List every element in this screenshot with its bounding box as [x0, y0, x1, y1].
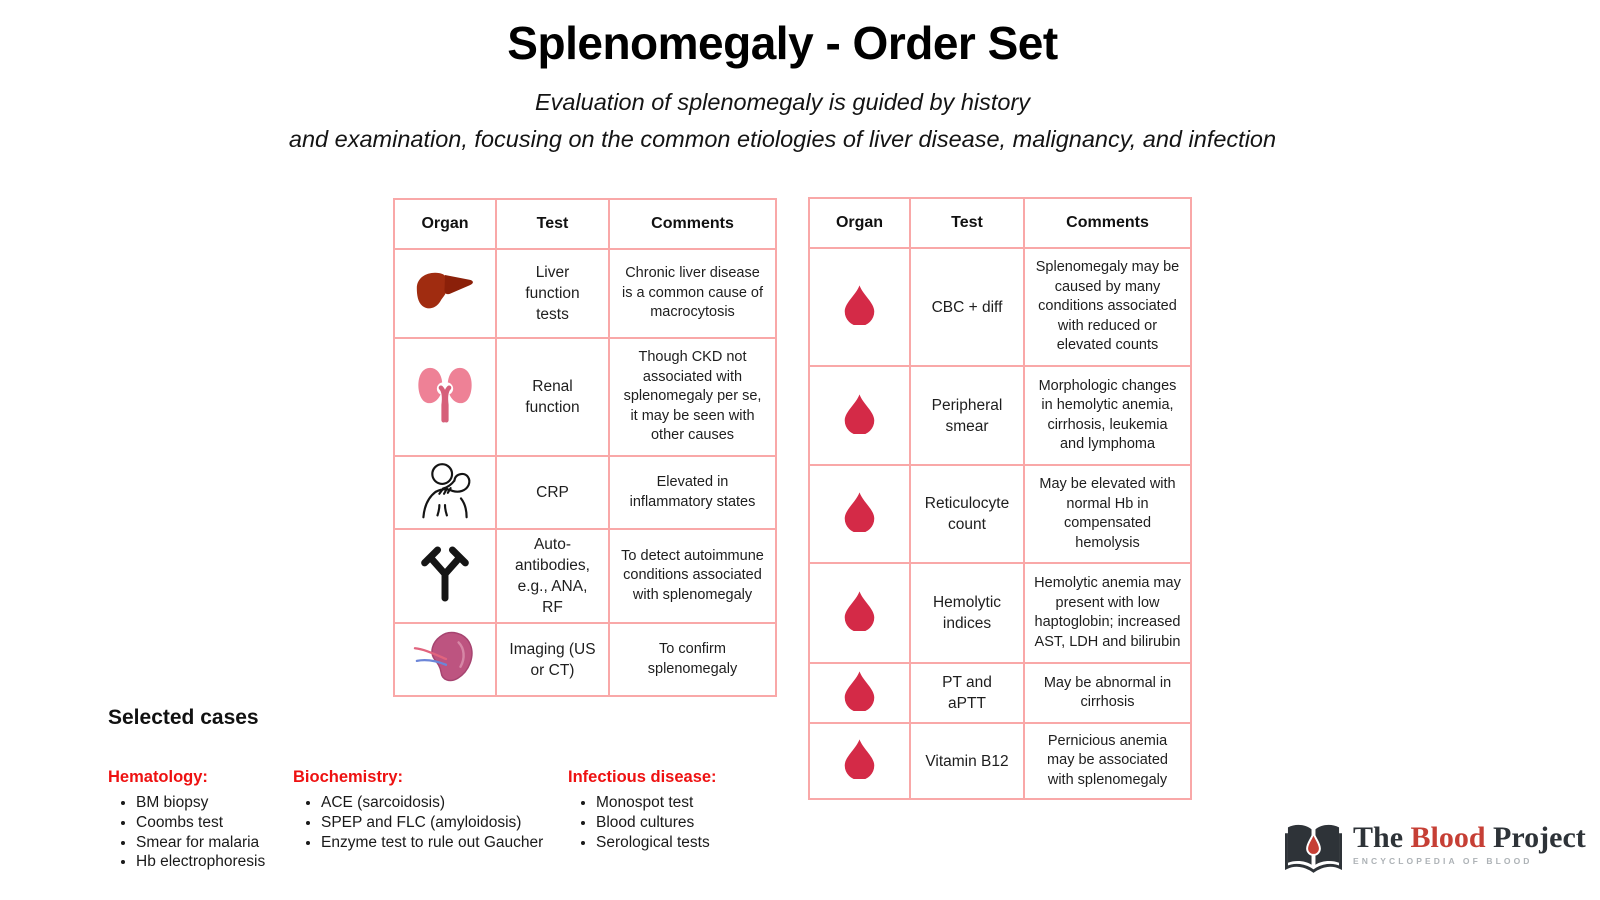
organ-cell: [393, 528, 497, 624]
comments-cell: Hemolytic anemia may present with low ha…: [1023, 562, 1192, 664]
test-cell: Imaging (US or CT): [495, 622, 610, 697]
logo-name: The Blood Project: [1353, 822, 1586, 854]
test-cell: Auto-antibodies, e.g., ANA, RF: [495, 528, 610, 624]
test-cell: Vitamin B12: [909, 722, 1025, 800]
comments-cell: Pernicious anemia may be associated with…: [1023, 722, 1192, 800]
case-group: Biochemistry: ACE (sarcoidosis)SPEP and F…: [293, 768, 543, 852]
case-item: SPEP and FLC (amyloidosis): [321, 813, 543, 833]
comments-cell: May be abnormal in cirrhosis: [1023, 662, 1192, 724]
organ-cell: [393, 248, 497, 339]
blood-drop-icon: [843, 284, 876, 325]
antibody-icon: [420, 545, 470, 603]
column-header: Organ: [808, 197, 911, 249]
test-cell: Hemolytic indices: [909, 562, 1025, 664]
comments-cell: Chronic liver disease is a common cause …: [608, 248, 777, 339]
comments-cell: Morphologic changes in hemolytic anemia,…: [1023, 365, 1192, 466]
liver-icon: [414, 268, 476, 314]
organ-cell: [393, 622, 497, 697]
logo-word-the: The: [1353, 821, 1411, 854]
comments-cell: Splenomegaly may be caused by many condi…: [1023, 247, 1192, 367]
organ-cell: [808, 365, 911, 466]
blood-drop-icon: [843, 738, 876, 779]
test-cell: PT and aPTT: [909, 662, 1025, 724]
page-title: Splenomegaly - Order Set: [507, 17, 1058, 69]
spleen-icon: [413, 628, 477, 686]
logo-tagline: ENCYCLOPEDIA OF BLOOD: [1353, 856, 1533, 866]
test-cell: CRP: [495, 455, 610, 530]
comments-cell: Though CKD not associated with splenomeg…: [608, 337, 777, 457]
column-header: Test: [495, 198, 610, 250]
case-item: Serological tests: [596, 833, 717, 853]
test-cell: Renal function: [495, 337, 610, 457]
page-subtitle: Evaluation of splenomegaly is guided by …: [0, 84, 1565, 158]
case-item-list: Monospot testBlood culturesSerological t…: [568, 793, 717, 852]
case-item: BM biopsy: [136, 793, 265, 813]
organ-cell: [808, 662, 911, 724]
column-header: Comments: [1023, 197, 1192, 249]
case-group: Hematology: BM biopsyCoombs testSmear for…: [108, 768, 265, 872]
comments-cell: Elevated in inflammatory states: [608, 455, 777, 530]
organ-cell: [808, 562, 911, 664]
case-item: Hb electrophoresis: [136, 852, 265, 872]
header: Splenomegaly - Order Set Evaluation of s…: [0, 0, 1565, 158]
case-item: Monospot test: [596, 793, 717, 813]
organ-cell: [808, 247, 911, 367]
neck-pain-icon: [414, 461, 476, 519]
test-cell: Liver function tests: [495, 248, 610, 339]
case-item-list: ACE (sarcoidosis)SPEP and FLC (amyloidos…: [293, 793, 543, 852]
blood-drop-icon: [843, 590, 876, 631]
test-cell: CBC + diff: [909, 247, 1025, 367]
table-row: Imaging (US or CT)To confirm splenomegal…: [393, 622, 777, 697]
comments-cell: To detect autoimmune conditions associat…: [608, 528, 777, 624]
case-group: Infectious disease: Monospot testBlood cu…: [568, 768, 717, 852]
selected-cases-heading: Selected cases: [108, 706, 259, 729]
column-header: Organ: [393, 198, 497, 250]
case-item: Enzyme test to rule out Gaucher: [321, 833, 543, 853]
test-cell: Reticulocyte count: [909, 464, 1025, 564]
organ-cell: [808, 464, 911, 564]
case-item: ACE (sarcoidosis): [321, 793, 543, 813]
kidneys-icon: [417, 364, 473, 426]
logo-word-blood: Blood: [1410, 821, 1486, 854]
subtitle-line-2: and examination, focusing on the common …: [288, 126, 1277, 152]
blood-drop-icon: [843, 670, 876, 711]
organ-cell: [393, 455, 497, 530]
logo-word-project: Project: [1485, 821, 1586, 854]
case-group-label: Hematology:: [108, 768, 208, 786]
test-cell: Peripheral smear: [909, 365, 1025, 466]
organ-cell: [393, 337, 497, 457]
organ-cell: [808, 722, 911, 800]
case-group-label: Biochemistry:: [293, 768, 404, 786]
case-item: Coombs test: [136, 813, 265, 833]
subtitle-line-1: Evaluation of splenomegaly is guided by …: [534, 89, 1031, 115]
blood-drop-icon: [843, 393, 876, 434]
logo-text: The Blood Project ENCYCLOPEDIA OF BLOOD: [1353, 822, 1586, 867]
case-item: Blood cultures: [596, 813, 717, 833]
comments-cell: May be elevated with normal Hb in compen…: [1023, 464, 1192, 564]
blood-project-logo: The Blood Project ENCYCLOPEDIA OF BLOOD: [1285, 822, 1586, 874]
case-group-label: Infectious disease:: [568, 768, 717, 786]
comments-cell: To confirm splenomegaly: [608, 622, 777, 697]
case-item: Smear for malaria: [136, 833, 265, 853]
column-header: Test: [909, 197, 1025, 249]
open-book-blood-drop-icon: [1285, 822, 1342, 874]
column-header: Comments: [608, 198, 777, 250]
blood-drop-icon: [843, 491, 876, 532]
case-item-list: BM biopsyCoombs testSmear for malariaHb …: [108, 793, 265, 872]
